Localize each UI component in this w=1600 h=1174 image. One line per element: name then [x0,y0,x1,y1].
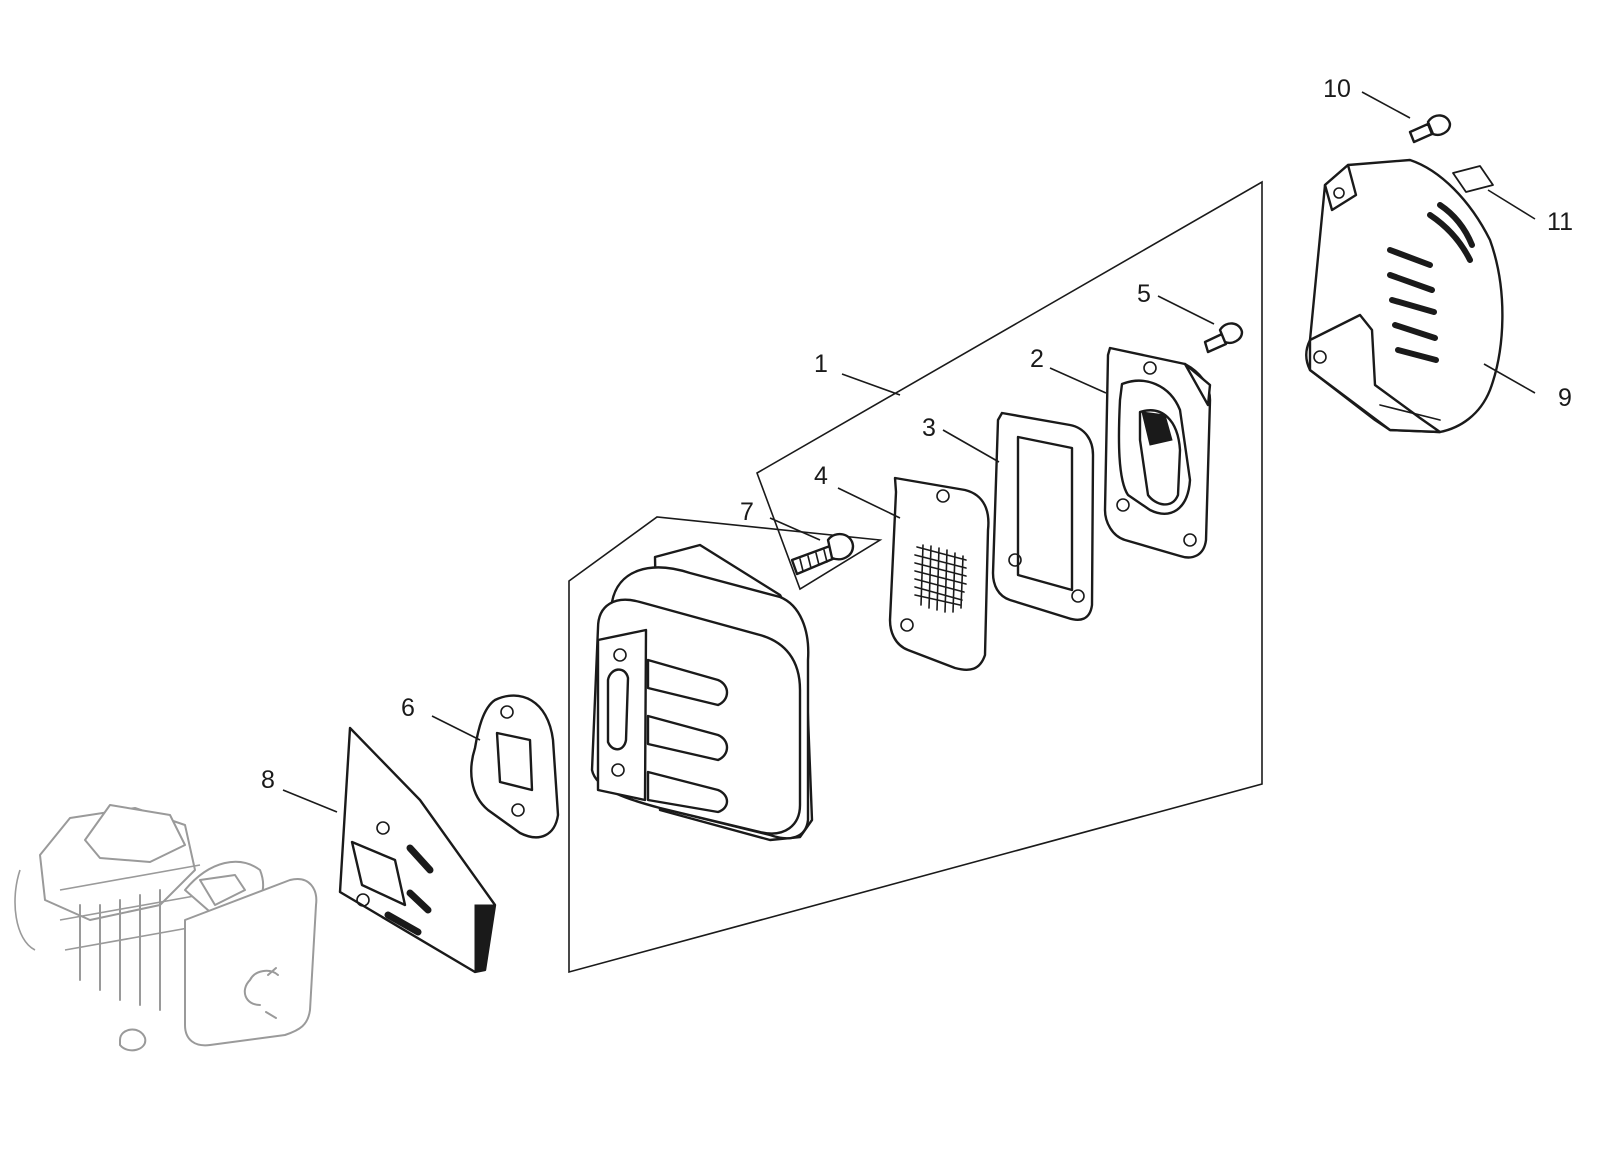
engine-cylinder [14,804,318,1052]
part-10-screw [1408,114,1452,144]
leader-lines [282,91,1536,813]
callout-7: 7 [740,498,754,526]
callout-11: 11 [1547,208,1573,236]
callout-10: 10 [1323,75,1351,103]
callout-2: 2 [1030,345,1044,373]
callout-labels: 1 2 3 4 5 6 7 8 9 10 11 [261,75,1573,794]
callout-6: 6 [401,694,415,722]
callout-1: 1 [814,350,828,378]
part-3-gasket [991,411,1095,621]
callout-8: 8 [261,766,275,794]
part-5-screw [1203,322,1244,354]
part-6-gasket [470,694,560,839]
part-9-muffler-cover [1305,158,1504,434]
callout-4: 4 [814,462,828,490]
part-4-screen [888,476,990,671]
assembly-frame [568,180,1263,974]
part-8-plate [338,726,497,974]
callout-3: 3 [922,414,936,442]
callout-5: 5 [1137,280,1151,308]
part-11-label [1452,165,1494,193]
part-7-screw [790,532,855,576]
part-2-cover [1103,346,1212,559]
muffler-body [590,543,814,842]
callout-9: 9 [1558,384,1572,412]
